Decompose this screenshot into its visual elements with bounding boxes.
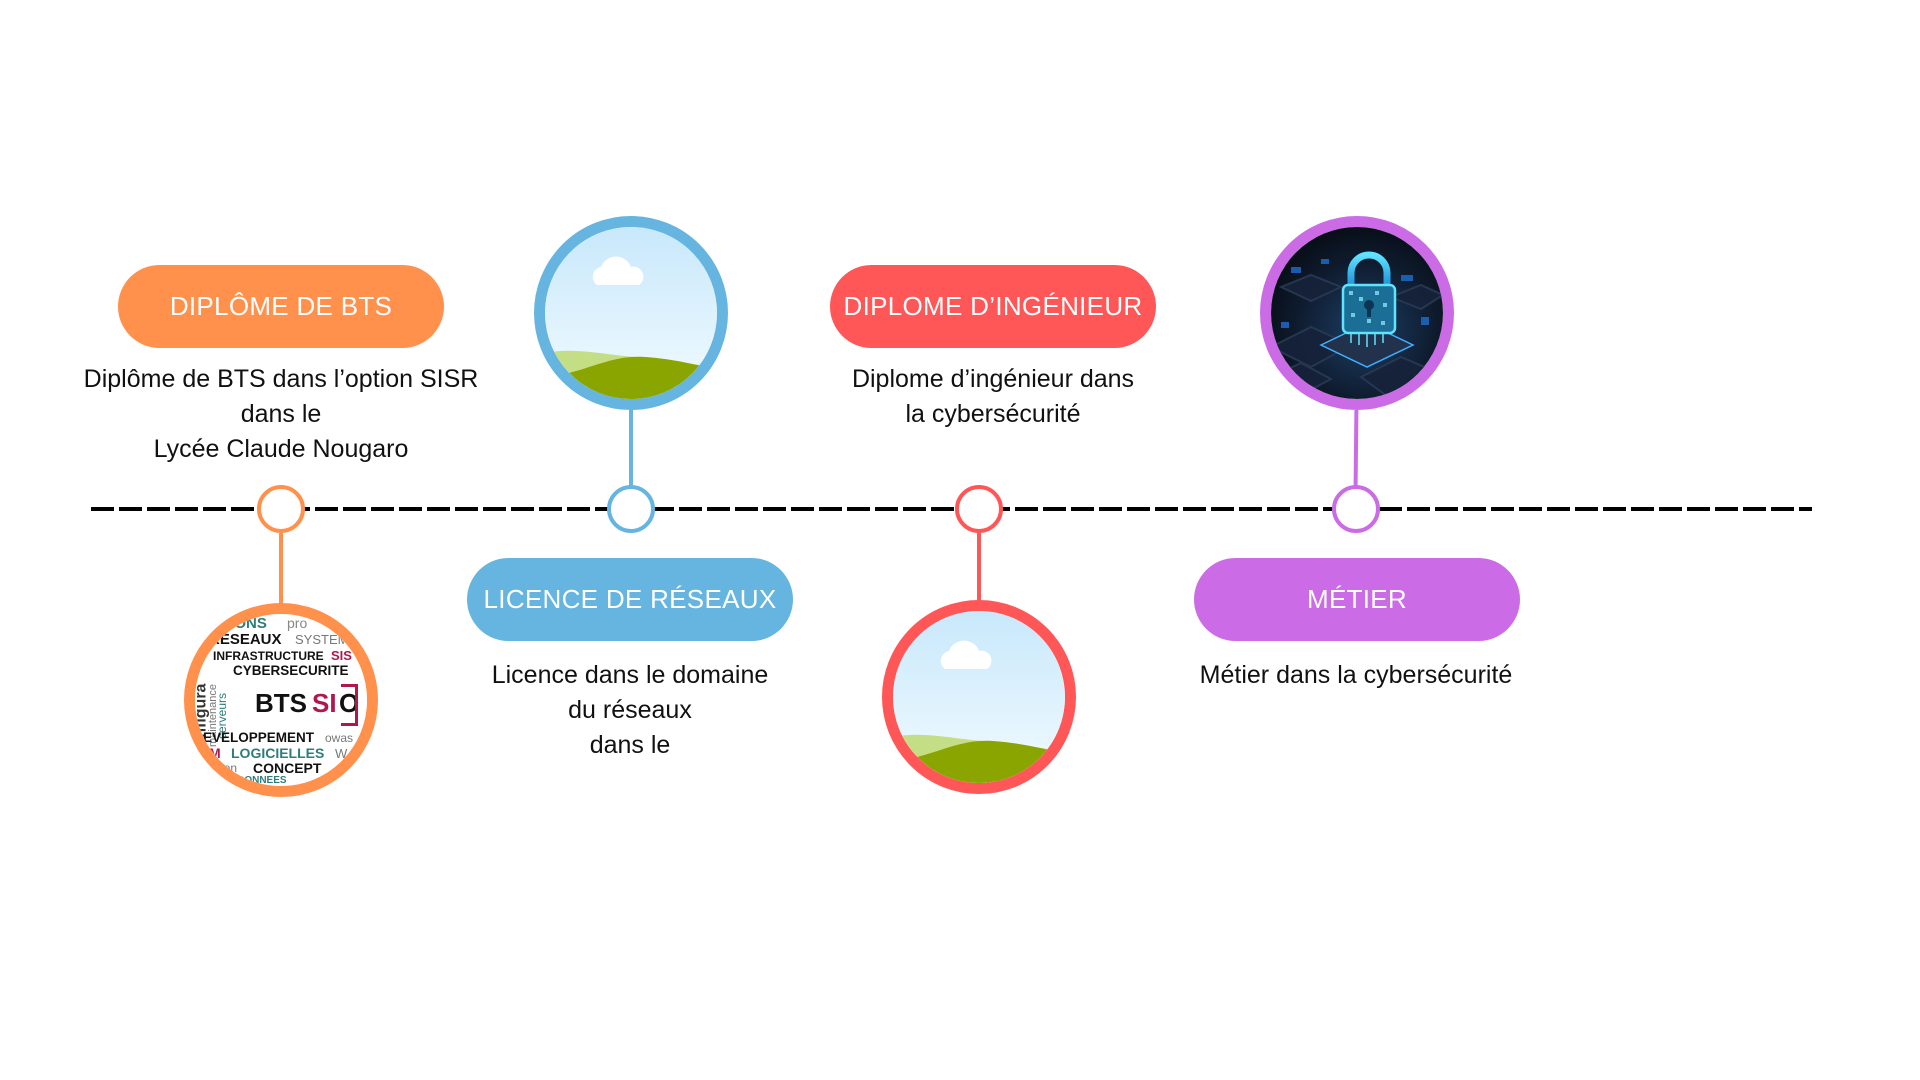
- metier-title: MÉTIER: [1306, 584, 1408, 614]
- padlock-icon: [1271, 227, 1443, 399]
- word-owas: owas: [325, 731, 354, 745]
- licence-timeline-marker: [607, 485, 655, 533]
- word-si: SI: [312, 688, 337, 718]
- landscape-placeholder-icon: [545, 227, 717, 399]
- licence-title-pill: LICENCE DE RÉSEAUX: [467, 558, 793, 641]
- metier-cybersecurity-image: [1260, 216, 1454, 410]
- word-m: M: [209, 745, 221, 761]
- word-concept: CONCEPT: [253, 760, 322, 776]
- licence-connector: [629, 410, 633, 487]
- word-ation: ation: [211, 761, 238, 775]
- word-bts: BTS: [255, 688, 307, 718]
- bts-title-pill: DIPLÔME DE BTS: [118, 265, 444, 348]
- ingenieur-title: DIPLOME D’INGÉNIEUR: [843, 291, 1143, 321]
- licence-title: LICENCE DE RÉSEAUX: [483, 584, 777, 614]
- ingenieur-image-placeholder: [882, 600, 1076, 794]
- word-reseaux: RESEAUX: [209, 631, 282, 648]
- word-w: W: [335, 746, 348, 761]
- bts-title: DIPLÔME DE BTS: [169, 291, 393, 321]
- ingenieur-title-pill: DIPLOME D’INGÉNIEUR: [830, 265, 1156, 348]
- metier-connector: [1353, 409, 1359, 488]
- bts-timeline-marker: [257, 485, 305, 533]
- ingenieur-timeline-marker: [955, 485, 1003, 533]
- metier-description: Métier dans la cybersécurité: [1199, 661, 1513, 689]
- ingenieur-description: Diplome d’ingénieur dans la cybersécurit…: [851, 365, 1135, 428]
- bts-connector: [279, 533, 283, 605]
- word-donnees: ES DONNEES: [221, 775, 287, 786]
- bracket-shape: [341, 684, 358, 726]
- timeline-dashed-line: [91, 507, 1812, 511]
- ingenieur-connector: [977, 533, 981, 603]
- bts-sio-image: TIONS pro RESEAUX SYSTEM INFRASTRUCTURE …: [184, 603, 378, 797]
- word-o: O: [339, 688, 360, 718]
- word-system: SYSTEM: [295, 632, 349, 647]
- word-developpement: EVELOPPEMENT: [203, 730, 315, 745]
- landscape-placeholder-icon: [893, 611, 1065, 783]
- metier-title-pill: MÉTIER: [1194, 558, 1520, 641]
- bts-description: Diplôme de BTS dans l’option SISR dans l…: [83, 365, 479, 463]
- word-sis: SIS: [331, 648, 352, 663]
- licence-description: Licence dans le domaine du réseaux dans …: [491, 661, 769, 759]
- word-logicielles: LOGICIELLES: [231, 745, 325, 761]
- licence-image-placeholder: [534, 216, 728, 410]
- word-cybersecurite: CYBERSECURITE: [233, 663, 349, 678]
- metier-timeline-marker: [1332, 485, 1380, 533]
- word-infrastructure: INFRASTRUCTURE: [213, 649, 324, 663]
- word-pro: pro: [287, 615, 308, 631]
- word-tions: TIONS: [221, 615, 267, 632]
